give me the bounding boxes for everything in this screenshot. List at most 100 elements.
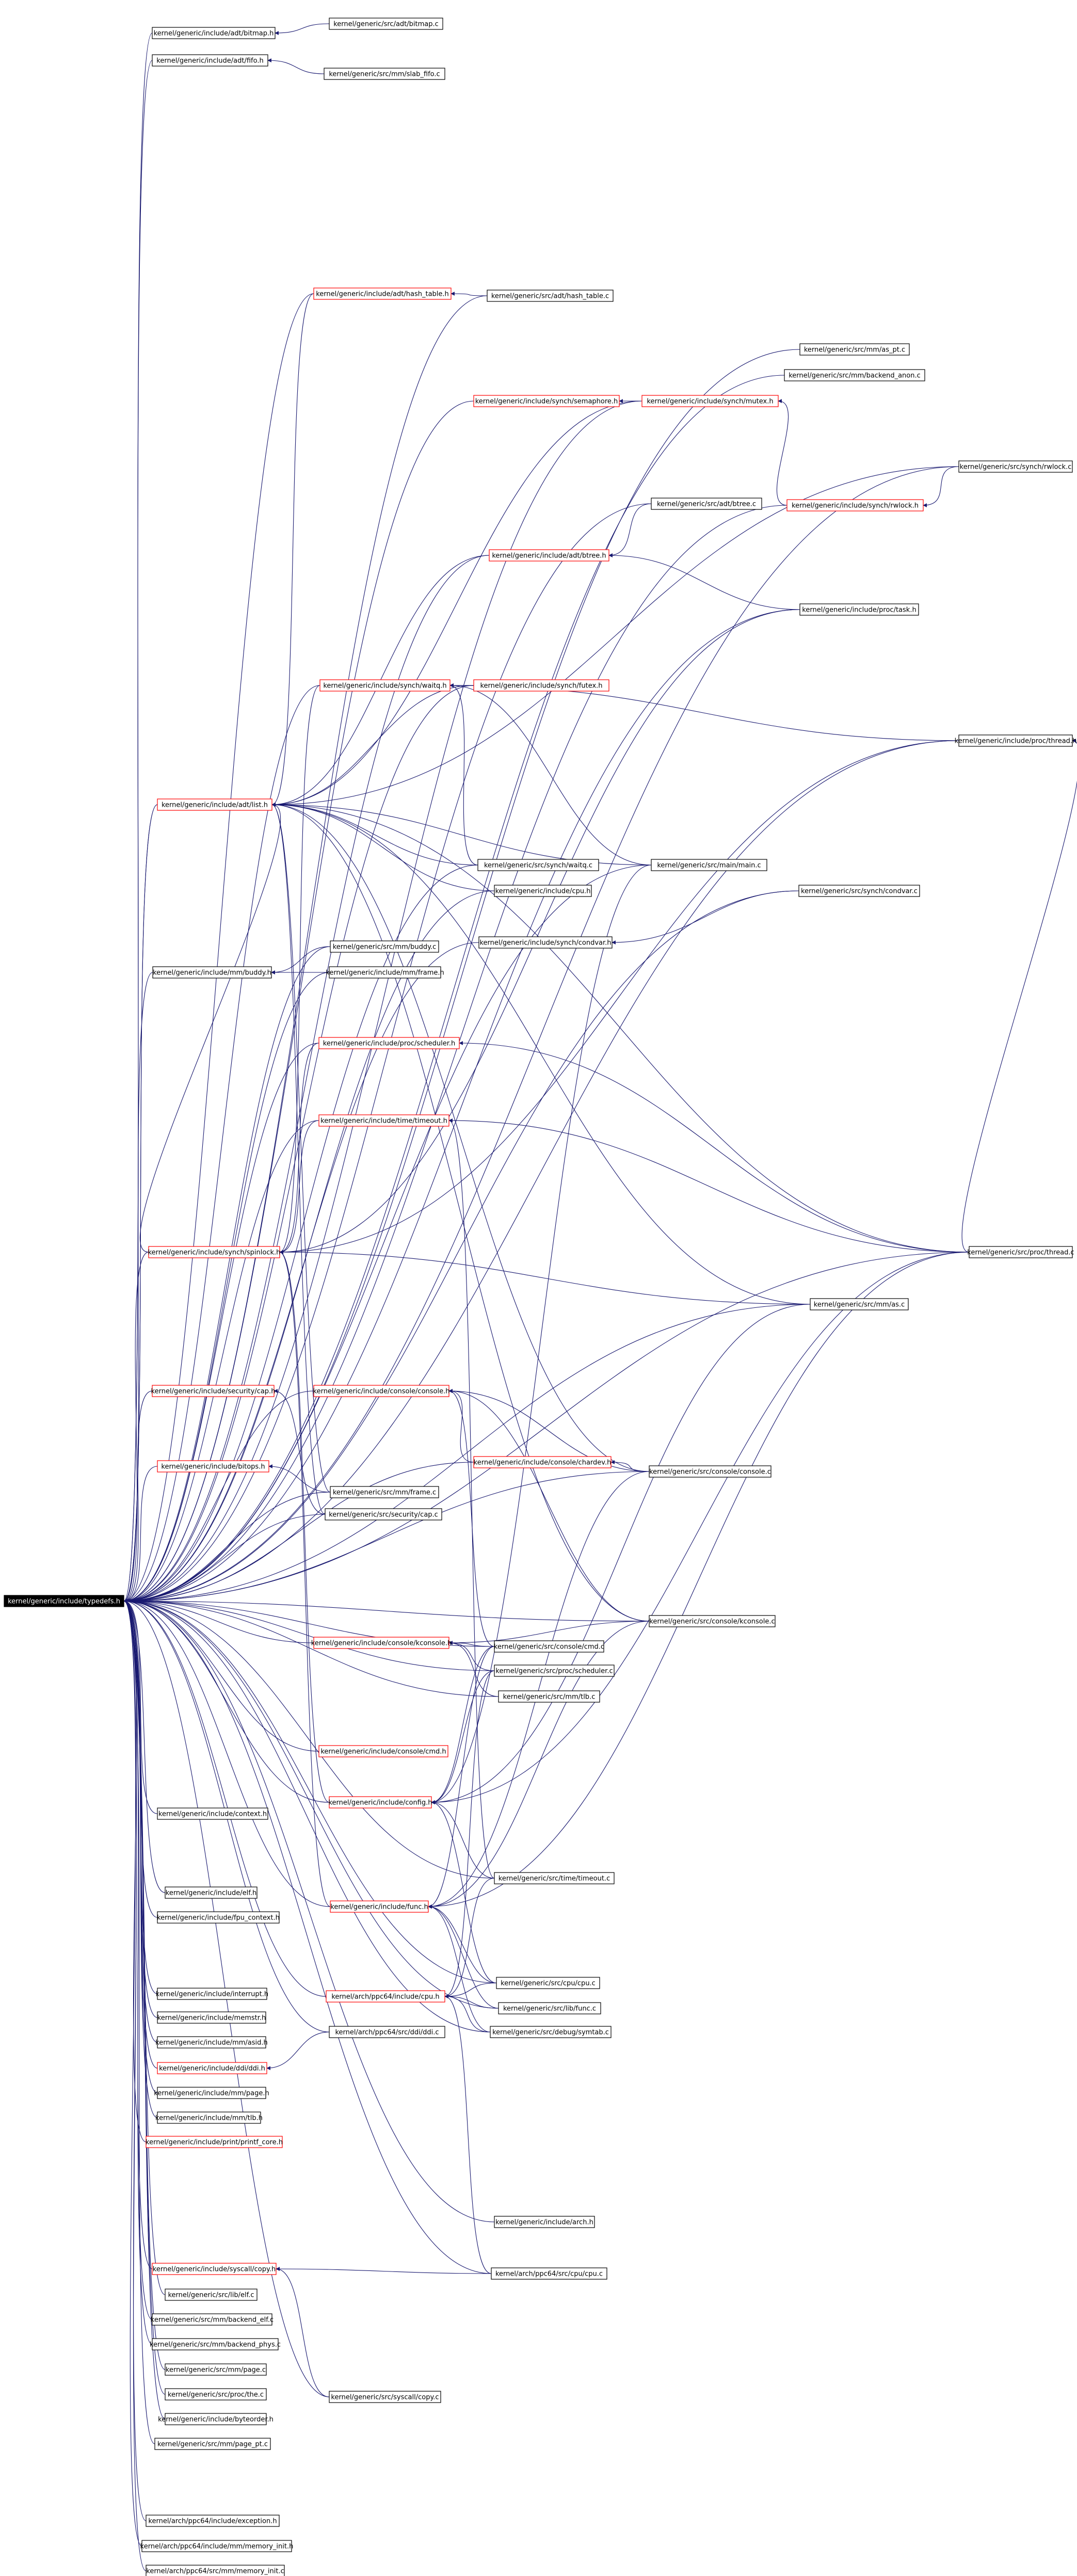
node-label: kernel/generic/include/bitops.h [161,1463,265,1471]
node-hash_table_h[interactable]: kernel/generic/include/adt/hash_table.h [313,287,452,300]
node-label: kernel/generic/include/adt/bitmap.h [154,30,274,38]
node-label: kernel/generic/src/mm/backend_phys.c [150,2341,281,2349]
node-chardev_h[interactable]: kernel/generic/include/console/chardev.h [473,1456,612,1468]
node-label: kernel/generic/src/time/timeout.c [499,1875,610,1883]
edge-console_c-to-func_h [428,1471,650,1909]
node-box [318,1745,448,1757]
node-buddy_c[interactable]: kernel/generic/src/mm/buddy.c [330,940,439,953]
node-box [329,966,441,979]
node-btree_h[interactable]: kernel/generic/include/adt/btree.h [489,549,609,562]
edge-rwlock_h-to-types [123,505,787,1603]
node-scheduler_h[interactable]: kernel/generic/include/proc/scheduler.h [318,1037,460,1049]
node-rwlock_c[interactable]: kernel/generic/src/synch/rwlock.c [958,460,1073,473]
node-kconsole_c[interactable]: kernel/generic/src/console/kconsole.c [649,1615,776,1627]
node-buddy_h[interactable]: kernel/generic/include/mm/buddy.h [152,966,272,979]
node-console_c[interactable]: kernel/generic/src/console/console.c [649,1465,771,1478]
node-func_h[interactable]: kernel/generic/include/func.h [330,1900,429,1913]
node-func_c[interactable]: kernel/generic/src/lib/func.c [498,2002,601,2014]
node-mutex_h[interactable]: kernel/generic/include/synch/mutex.h [641,395,779,407]
node-ppc_cpu_c[interactable]: kernel/arch/ppc64/src/cpu/cpu.c [491,2267,607,2280]
node-byteorder_h[interactable]: kernel/generic/include/byteorder.h [158,2413,274,2425]
node-backend_elf[interactable]: kernel/generic/src/mm/backend_elf.c [151,2313,274,2326]
node-condvar_h[interactable]: kernel/generic/include/synch/condvar.h [478,936,613,949]
node-slab_fifo[interactable]: kernel/generic/src/mm/slab_fifo.c [324,68,445,80]
node-tlb_h[interactable]: kernel/generic/include/mm/tlb.h [155,2111,263,2124]
node-semaphore_h[interactable]: kernel/generic/include/synch/semaphore.h [473,395,620,407]
node-box [784,369,925,381]
node-the_c[interactable]: kernel/generic/src/proc/the.c [165,2388,267,2401]
node-memstr_h[interactable]: kernel/generic/include/memstr.h [157,2011,266,2024]
node-ddi_h[interactable]: kernel/generic/include/ddi/ddi.h [157,2062,267,2074]
node-waitq_c[interactable]: kernel/generic/src/synch/waitq.c [477,859,599,871]
node-asid_h[interactable]: kernel/generic/include/mm/asid.h [155,2036,268,2049]
node-list_h[interactable]: kernel/generic/include/adt/list.h [157,798,272,811]
node-label: kernel/generic/include/proc/task.h [802,606,916,614]
node-label: kernel/generic/include/mm/tlb.h [155,2115,263,2122]
node-cpu_h[interactable]: kernel/generic/include/cpu.h [494,885,592,897]
node-types[interactable]: kernel/generic/include/typedefs.h [4,1595,124,1607]
node-elf_h[interactable]: kernel/generic/include/elf.h [165,1886,258,1899]
node-config_h[interactable]: kernel/generic/include/config.h [328,1796,432,1809]
node-box [490,2026,612,2038]
node-memory_init_c[interactable]: kernel/arch/ppc64/src/mm/memory_init.c [146,2565,285,2576]
edge-main_c-to-types [123,865,652,1603]
node-backend_anon[interactable]: kernel/generic/src/mm/backend_anon.c [784,369,925,381]
node-elf_c[interactable]: kernel/generic/src/lib/elf.c [165,2289,258,2301]
node-context_h[interactable]: kernel/generic/include/context.h [157,1807,268,1820]
node-frame_c[interactable]: kernel/generic/src/mm/frame.c [330,1486,439,1498]
node-printf_core_h[interactable]: kernel/generic/include/print/printf_core… [146,2136,283,2148]
node-exception_h[interactable]: kernel/arch/ppc64/include/exception.h [146,2515,280,2527]
node-ppc_cpu_h[interactable]: kernel/arch/ppc64/include/cpu.h [326,1990,445,2003]
node-condvar_c[interactable]: kernel/generic/src/synch/condvar.c [798,885,920,897]
node-spinlock_h[interactable]: kernel/generic/include/synch/spinlock.h [148,1246,281,1258]
node-ddi_c[interactable]: kernel/arch/ppc64/src/ddi/ddi.c [329,2026,445,2038]
node-console_h[interactable]: kernel/generic/include/console/console.h [313,1385,450,1397]
node-label: kernel/generic/src/mm/backend_anon.c [789,372,921,380]
node-hash_table_c[interactable]: kernel/generic/src/adt/hash_table.c [487,290,614,302]
node-kconsole_h[interactable]: kernel/generic/include/console/kconsole.… [311,1637,452,1649]
node-futex_h[interactable]: kernel/generic/include/synch/futex.h [473,679,609,692]
node-arch_h[interactable]: kernel/generic/include/arch.h [494,2216,595,2228]
node-symtab_c[interactable]: kernel/generic/src/debug/symtab.c [490,2026,612,2038]
node-copy_c[interactable]: kernel/generic/src/syscall/copy.c [329,2391,441,2403]
node-box [157,2011,266,2024]
edge-btree_c-to-types [123,503,652,1603]
edge-cpu_c-to-config_h [431,1800,497,1983]
node-waitq_h[interactable]: kernel/generic/include/synch/waitq.h [319,679,451,692]
node-label: kernel/generic/include/mm/frame.h [326,969,444,977]
edge-func_h-to-spinlock_h [279,1250,331,1907]
node-thread_h[interactable]: kernel/generic/include/proc/thread.h [955,734,1077,747]
node-cap_h[interactable]: kernel/generic/include/security/cap.h [151,1385,276,1397]
node-tlb_c[interactable]: kernel/generic/src/mm/tlb.c [498,1690,600,1703]
node-box [146,2136,283,2148]
node-cmd_c[interactable]: kernel/generic/src/console/cmd.c [494,1640,604,1653]
node-frame_h[interactable]: kernel/generic/include/mm/frame.h [326,966,444,979]
node-bitmap_c[interactable]: kernel/generic/src/adt/bitmap.c [329,18,443,30]
node-as_c[interactable]: kernel/generic/src/mm/as.c [810,1298,909,1310]
edge-ppc_cpu_c-to-types [123,1599,492,2274]
node-timeout_c[interactable]: kernel/generic/src/time/timeout.c [494,1872,615,1884]
node-main_c[interactable]: kernel/generic/src/main/main.c [651,859,767,871]
node-task_h[interactable]: kernel/generic/include/proc/task.h [799,603,919,616]
node-bitmap_h[interactable]: kernel/generic/include/adt/bitmap.h [152,27,276,39]
node-cmd_h[interactable]: kernel/generic/include/console/cmd.h [318,1745,448,1757]
node-bitops_h[interactable]: kernel/generic/include/bitops.h [157,1460,269,1473]
node-syscall_h[interactable]: kernel/generic/include/syscall/copy.h [152,2263,277,2275]
node-page_c[interactable]: kernel/generic/src/mm/page.c [165,2363,267,2376]
node-fifo_h[interactable]: kernel/generic/include/adt/fifo.h [152,54,268,67]
node-thread_c[interactable]: kernel/generic/src/proc/thread.c [967,1246,1074,1258]
node-page_pt[interactable]: kernel/generic/src/mm/page_pt.c [154,2438,271,2450]
node-btree_c[interactable]: kernel/generic/src/adt/btree.c [651,498,762,510]
node-as_pt[interactable]: kernel/generic/src/mm/as_pt.c [799,343,910,356]
node-cap_c[interactable]: kernel/generic/src/security/cap.c [325,1508,442,1521]
node-backend_phys[interactable]: kernel/generic/src/mm/backend_phys.c [150,2338,281,2350]
node-interrupt_h[interactable]: kernel/generic/include/interrupt.h [156,1988,268,2000]
node-memory_init_h[interactable]: kernel/arch/ppc64/include/mm/memory_init… [140,2540,294,2552]
node-timeout_h[interactable]: kernel/generic/include/time/timeout.h [318,1114,449,1127]
node-cpu_c[interactable]: kernel/generic/src/cpu/cpu.c [496,1977,600,1989]
node-scheduler_c[interactable]: kernel/generic/src/proc/scheduler.c [494,1665,615,1677]
node-rwlock_h[interactable]: kernel/generic/include/synch/rwlock.h [786,499,924,511]
edge-console_c-to-types [123,1471,650,1603]
node-page_h[interactable]: kernel/generic/include/mm/page.h [154,2087,269,2099]
node-fpu_context_h[interactable]: kernel/generic/include/fpu_context.h [157,1911,280,1924]
